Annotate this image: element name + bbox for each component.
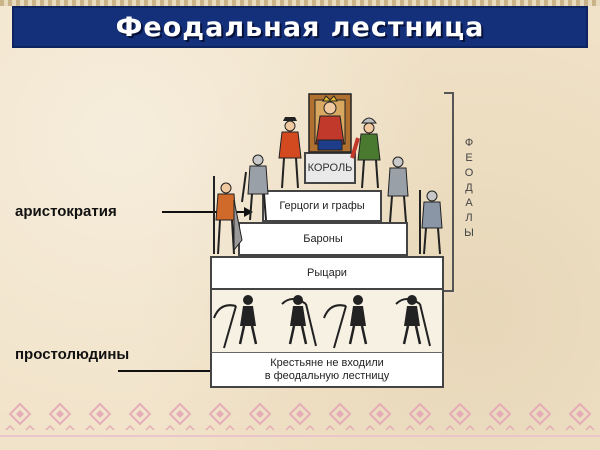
courtier-right-icon	[350, 117, 381, 189]
tier-dukes: Герцоги и графы	[262, 190, 382, 222]
arrow-aristocracy-line	[162, 211, 246, 213]
label-commoners: простолюдины	[15, 346, 130, 363]
page-title: Феодальная лестница	[115, 11, 485, 43]
tier-knights: Рыцари	[210, 256, 444, 290]
tier-king: КОРОЛЬ	[304, 152, 356, 184]
tier-king-label: КОРОЛЬ	[307, 161, 353, 174]
bottom-ornament	[0, 396, 600, 450]
feudals-vertical-label: ФЕОДАЛЫ	[464, 137, 474, 239]
feudals-bracket	[444, 92, 454, 292]
baron-right-icon	[419, 190, 443, 255]
tier-knights-label: Рыцари	[307, 266, 347, 279]
arrow-aristocracy-head	[244, 207, 253, 217]
tier-peasants-line1: Крестьяне не входили	[270, 356, 384, 369]
title-banner: Феодальная лестница	[12, 6, 588, 48]
king-figure-icon	[308, 93, 352, 153]
tier-barons-label: Бароны	[303, 232, 343, 245]
tier-barons: Бароны	[238, 222, 408, 256]
label-aristocracy: аристократия	[15, 203, 117, 220]
tier-peasants-line2: в феодальную лестницу	[264, 369, 390, 382]
arrow-commoners-line	[118, 370, 224, 372]
courtier-left-icon	[278, 117, 302, 189]
top-decor-strip	[0, 0, 600, 6]
duke-right-icon	[387, 156, 409, 223]
tier-peasants: Крестьяне не входили в феодальную лестни…	[210, 352, 444, 388]
tier-dukes-label: Герцоги и графы	[279, 199, 365, 212]
